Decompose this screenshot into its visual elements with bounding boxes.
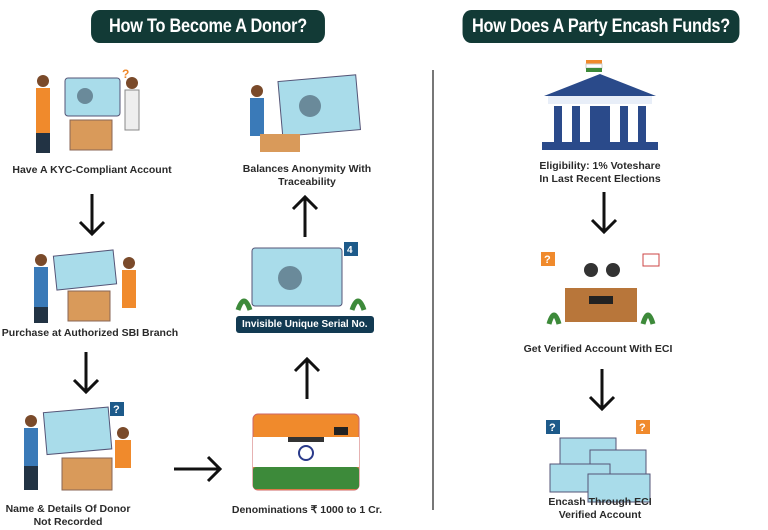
svg-text:?: ? bbox=[639, 422, 646, 434]
arrow-down-icon bbox=[78, 194, 106, 237]
svg-text:?: ? bbox=[544, 254, 551, 266]
arrow-down-icon bbox=[588, 369, 616, 412]
party-title: How Does A Party Encash Funds? bbox=[462, 10, 740, 43]
label-line: Not Recorded bbox=[33, 516, 103, 528]
svg-text:?: ? bbox=[113, 404, 120, 416]
label-line: Balances Anonymity With bbox=[242, 163, 372, 175]
step-kyc-label: Have A KYC-Compliant Account bbox=[12, 164, 172, 176]
divider bbox=[432, 70, 434, 510]
eci-building-illustration bbox=[542, 60, 658, 150]
anonymity-traceability-illustration bbox=[250, 74, 362, 152]
svg-text:4: 4 bbox=[347, 245, 353, 256]
arrow-up-icon bbox=[293, 356, 321, 399]
arrow-right-icon bbox=[174, 455, 223, 483]
verified-account-illustration: ? bbox=[541, 252, 660, 325]
svg-text:?: ? bbox=[549, 422, 556, 434]
denominations-bond-illustration bbox=[252, 413, 360, 491]
donor-not-recorded-illustration: ? bbox=[24, 402, 131, 491]
step-verified-account-label: Get Verified Account With ECI bbox=[523, 343, 673, 355]
label-line: Traceability bbox=[278, 176, 336, 188]
encash-money-illustration: ? ? bbox=[546, 420, 651, 503]
arrow-up-icon bbox=[291, 194, 319, 237]
label-line: Name & Details Of Donor bbox=[5, 503, 131, 515]
sbi-branch-illustration bbox=[34, 249, 136, 323]
svg-text:?: ? bbox=[122, 68, 129, 81]
step-sbi-label: Purchase at Authorized SBI Branch bbox=[1, 327, 179, 339]
arrow-down-icon bbox=[590, 192, 618, 235]
label-line: In Last Recent Elections bbox=[539, 173, 661, 185]
arrow-down-icon bbox=[72, 352, 100, 395]
label-line: Encash Through ECI bbox=[548, 496, 652, 508]
label-line: Verified Account bbox=[558, 509, 642, 521]
kyc-account-illustration: ? bbox=[36, 68, 140, 153]
label-line: Eligibility: 1% Voteshare bbox=[539, 160, 661, 172]
step-denominations-label: Denominations ₹ 1000 to 1 Cr. bbox=[231, 504, 383, 516]
donor-title: How To Become A Donor? bbox=[91, 10, 325, 43]
serial-number-illustration: 4 bbox=[235, 242, 367, 311]
serial-number-label: Invisible Unique Serial No. bbox=[236, 316, 374, 333]
